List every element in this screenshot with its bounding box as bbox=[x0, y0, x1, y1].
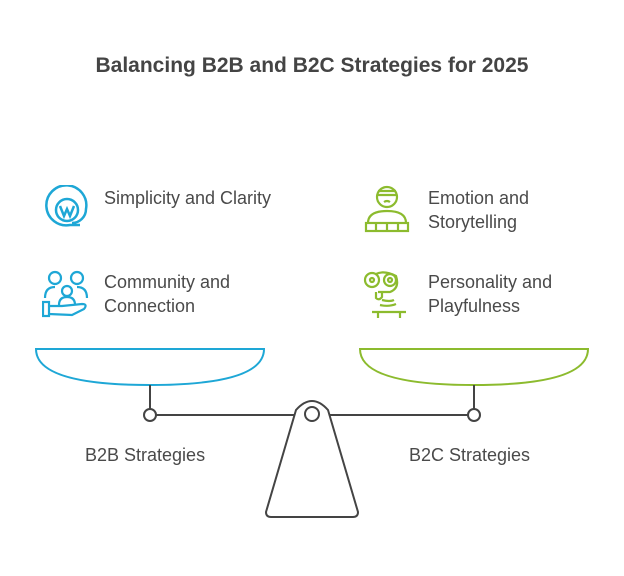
playful-character-icon bbox=[363, 271, 406, 318]
b2c-item-emotion: Emotion and Storytelling bbox=[428, 188, 530, 232]
left-joint bbox=[143, 408, 157, 422]
storyteller-icon bbox=[364, 185, 410, 233]
b2b-label: B2B Strategies bbox=[85, 445, 206, 465]
at-sign-w-icon bbox=[45, 185, 88, 227]
left-pan bbox=[34, 348, 266, 387]
b2c-item-personality: Personality and Playfulness bbox=[428, 272, 553, 316]
diagram-title: Balancing B2B and B2C Strategies for 202… bbox=[95, 54, 529, 77]
b2b-item-community: Community and Connection bbox=[104, 272, 231, 316]
b2c-label: B2C Strategies bbox=[409, 445, 531, 465]
community-hand-icon bbox=[42, 270, 89, 318]
fulcrum bbox=[264, 400, 360, 518]
right-pan bbox=[358, 348, 590, 387]
b2b-item-simplicity: Simplicity and Clarity bbox=[104, 188, 272, 208]
fulcrum-pivot bbox=[304, 406, 320, 422]
right-joint bbox=[467, 408, 481, 422]
